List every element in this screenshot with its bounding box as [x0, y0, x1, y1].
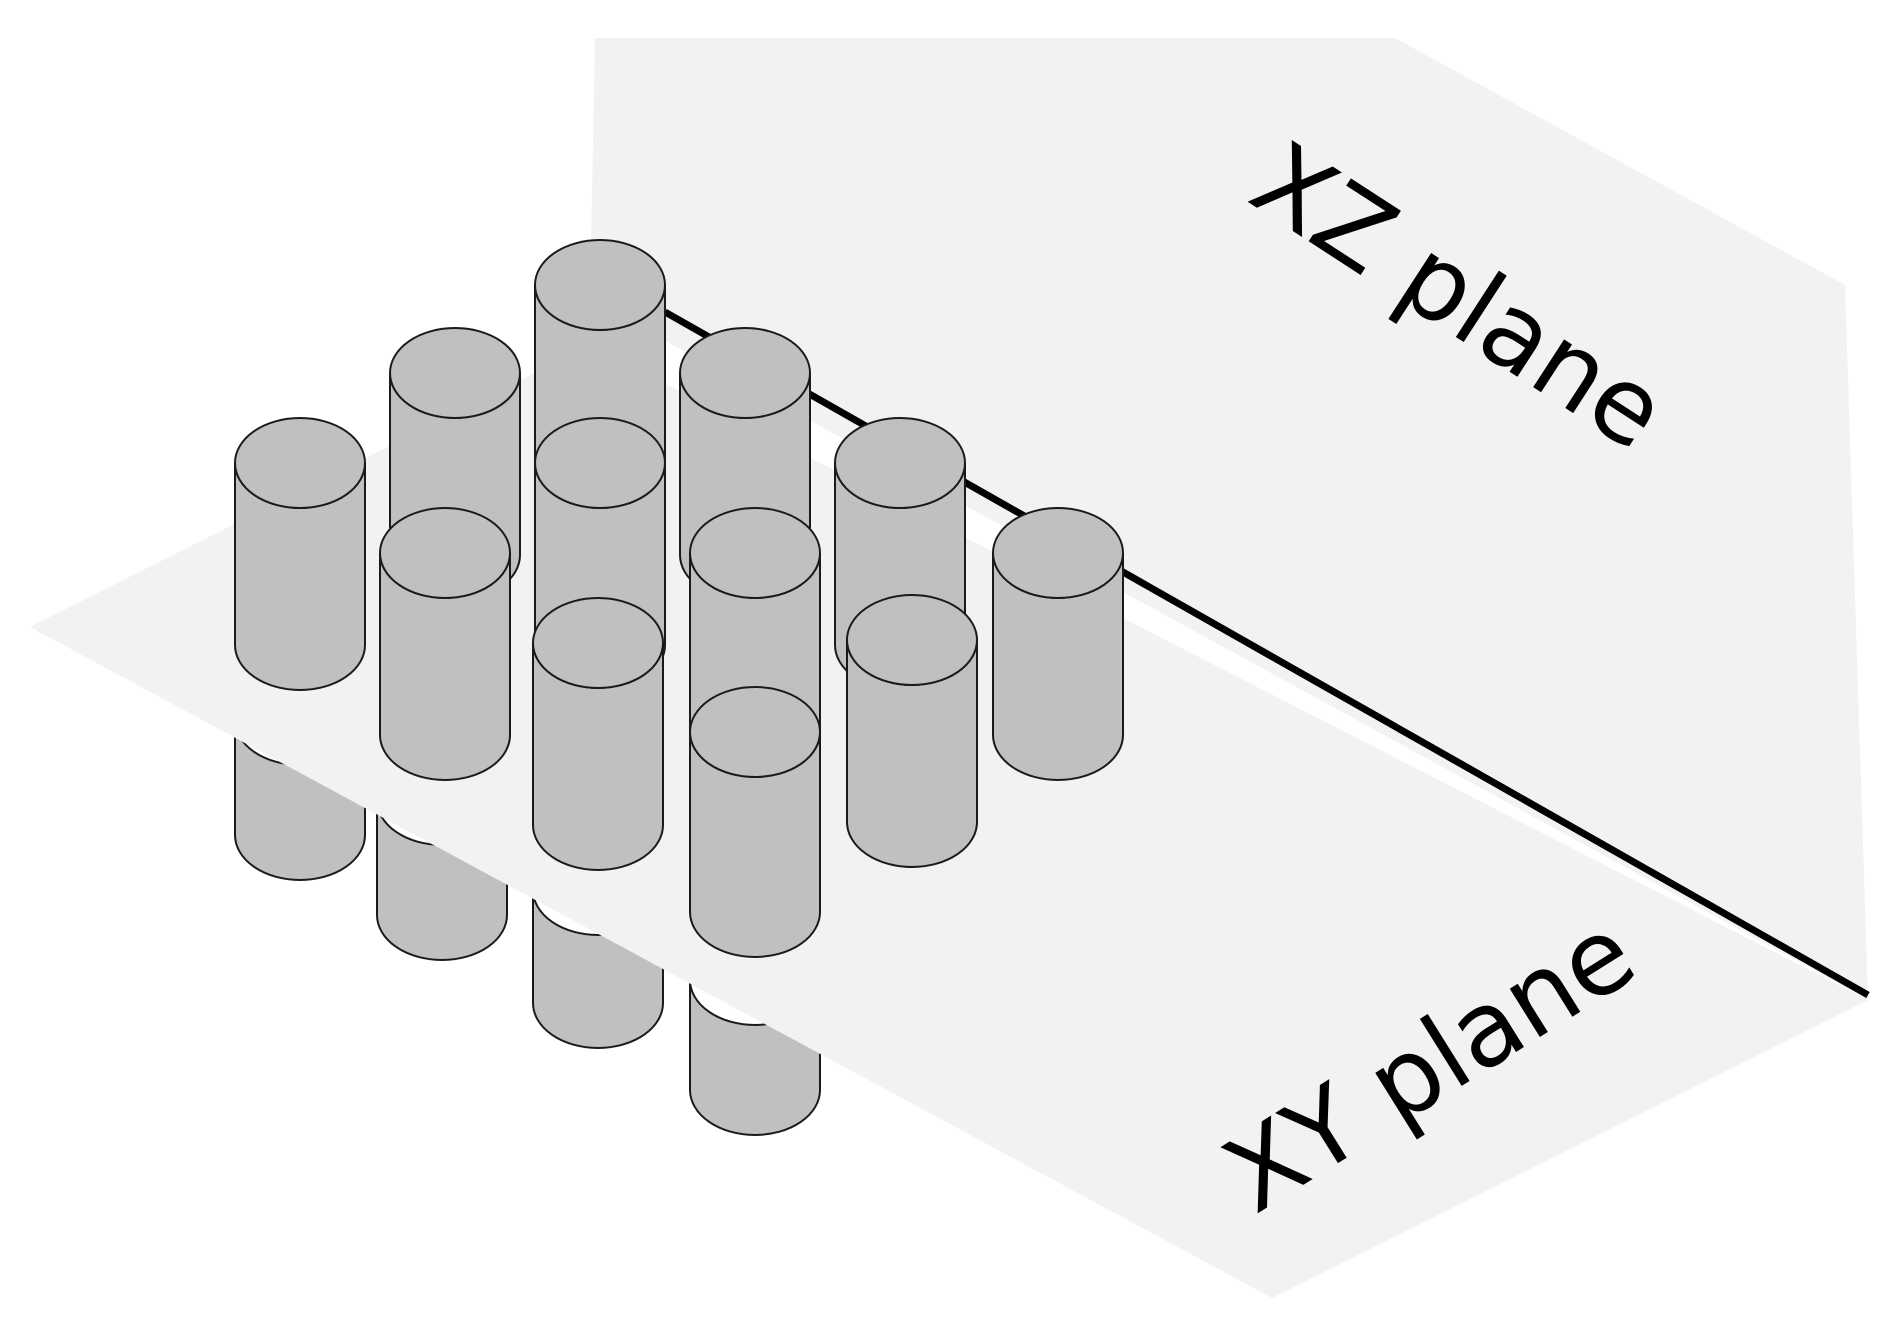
cylinder-12	[689, 686, 821, 958]
xz-plane	[590, 38, 1868, 1000]
cylinder-7	[379, 507, 511, 781]
cylinder-9	[992, 507, 1124, 781]
cylinder-10	[532, 597, 664, 871]
cylinder-11	[846, 594, 978, 868]
cylinder-lower-4	[689, 979, 821, 1136]
cylinder-6	[234, 417, 366, 691]
